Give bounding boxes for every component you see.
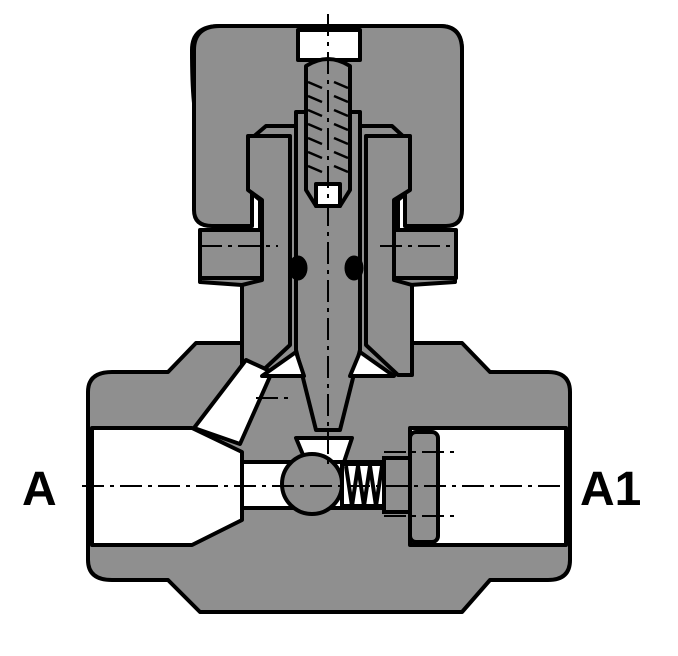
o-ring-left [288,255,308,281]
stem-outer-left [240,134,292,377]
port-label-a1: A1 [580,463,641,516]
port-label-a: A [22,463,57,516]
stem-outer-right [364,134,414,377]
o-ring-right [344,255,364,281]
screw-threads [307,80,349,174]
cap-nut-left [198,228,268,280]
check-ball [280,452,344,516]
seat-gap-left [260,350,306,378]
cap-nut-right [388,228,458,280]
check-spring [344,465,384,507]
o-rings [288,255,364,281]
seat-gap-right [348,350,396,378]
centre-lines [82,14,574,517]
